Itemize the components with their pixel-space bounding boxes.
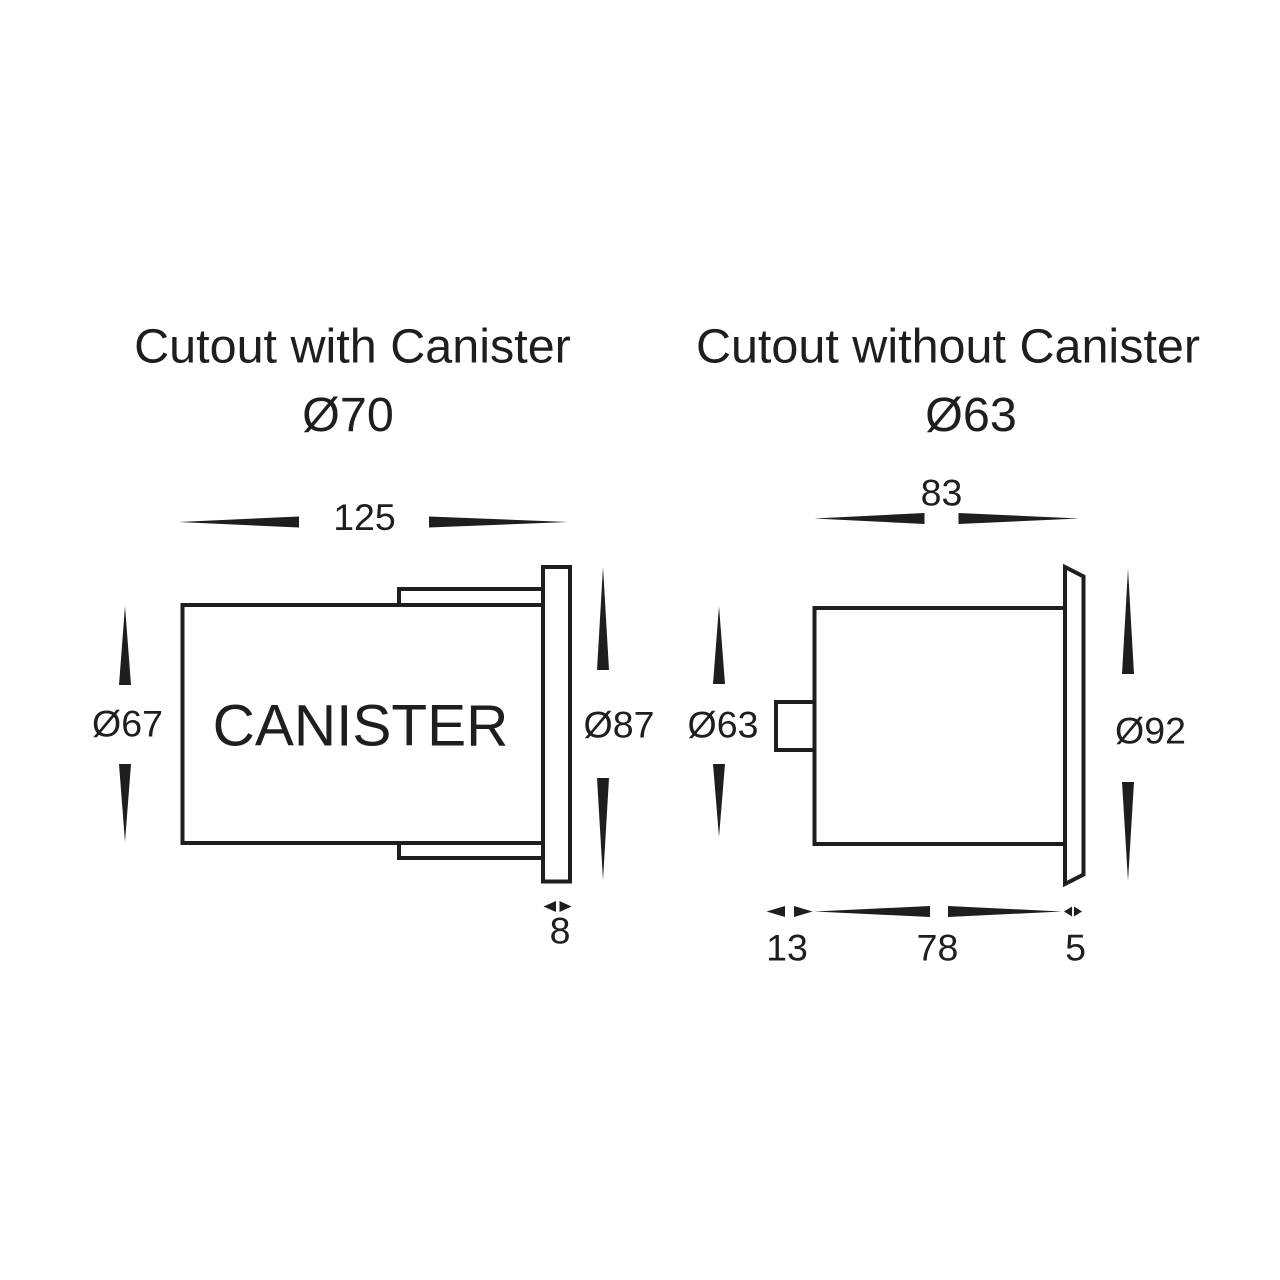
svg-text:83: 83	[921, 472, 963, 514]
svg-text:Ø63: Ø63	[925, 388, 1017, 442]
svg-text:Ø92: Ø92	[1115, 710, 1186, 752]
svg-text:5: 5	[1065, 927, 1086, 969]
svg-text:8: 8	[550, 910, 571, 952]
svg-text:Ø87: Ø87	[584, 704, 655, 746]
svg-text:Ø70: Ø70	[302, 388, 394, 442]
svg-text:CANISTER: CANISTER	[213, 694, 509, 759]
svg-text:Cutout without Canister: Cutout without Canister	[696, 320, 1200, 374]
svg-text:Ø67: Ø67	[92, 703, 163, 745]
svg-text:13: 13	[766, 927, 808, 969]
svg-text:125: 125	[333, 496, 396, 538]
svg-text:Ø63: Ø63	[688, 704, 759, 746]
svg-text:78: 78	[917, 927, 959, 969]
svg-text:Cutout with Canister: Cutout with Canister	[134, 320, 571, 374]
